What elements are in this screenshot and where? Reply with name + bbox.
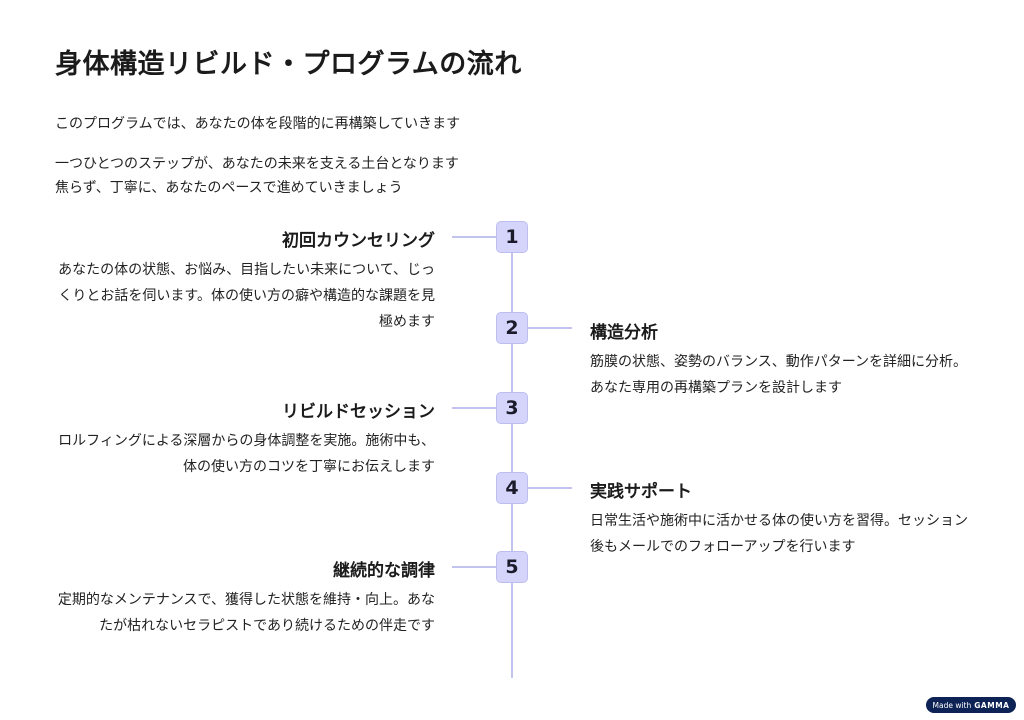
step-title: リビルドセッション: [282, 402, 435, 422]
step-description: 筋膜の状態、姿勢のバランス、動作パターンを詳細に分析。あなた専用の再構築プランを…: [590, 354, 968, 396]
step-number: 2: [496, 312, 528, 344]
step-number: 4: [496, 472, 528, 504]
badge-prefix: Made with: [932, 700, 972, 710]
intro-line: 焦らず、丁寧に、あなたのペースで進めていきましょう: [55, 180, 403, 196]
step-description: ロルフィングによる深層からの身体調整を実施。施術中も、体の使い方のコツを丁寧にお…: [58, 433, 435, 475]
gamma-logo: GAMMA: [974, 700, 1010, 710]
connector: [452, 236, 496, 238]
step-number: 3: [496, 392, 528, 424]
connector: [452, 566, 496, 568]
step-title: 継続的な調律: [333, 561, 435, 581]
made-with-gamma-badge[interactable]: Made with GAMMA: [926, 697, 1016, 713]
step-description: あなたの体の状態、お悩み、目指したい未来について、じっくりとお話を伺います。体の…: [58, 262, 435, 330]
connector: [528, 487, 572, 489]
step-title: 初回カウンセリング: [282, 231, 435, 251]
page-title: 身体構造リビルド・プログラムの流れ: [55, 49, 522, 80]
step-description: 日常生活や施術中に活かせる体の使い方を習得。セッション後もメールでのフォローアッ…: [590, 513, 968, 555]
connector: [528, 327, 572, 329]
step-number: 5: [496, 551, 528, 583]
timeline-line: [511, 237, 513, 678]
intro-line: 一つひとつのステップが、あなたの未来を支える土台となります: [55, 156, 459, 172]
intro-line: このプログラムでは、あなたの体を段階的に再構築していきます: [55, 116, 461, 132]
step-title: 実践サポート: [590, 482, 692, 502]
step-number: 1: [496, 221, 528, 253]
connector: [452, 407, 496, 409]
step-title: 構造分析: [590, 323, 658, 343]
step-description: 定期的なメンテナンスで、獲得した状態を維持・向上。あなたが枯れないセラピストであ…: [57, 592, 435, 634]
